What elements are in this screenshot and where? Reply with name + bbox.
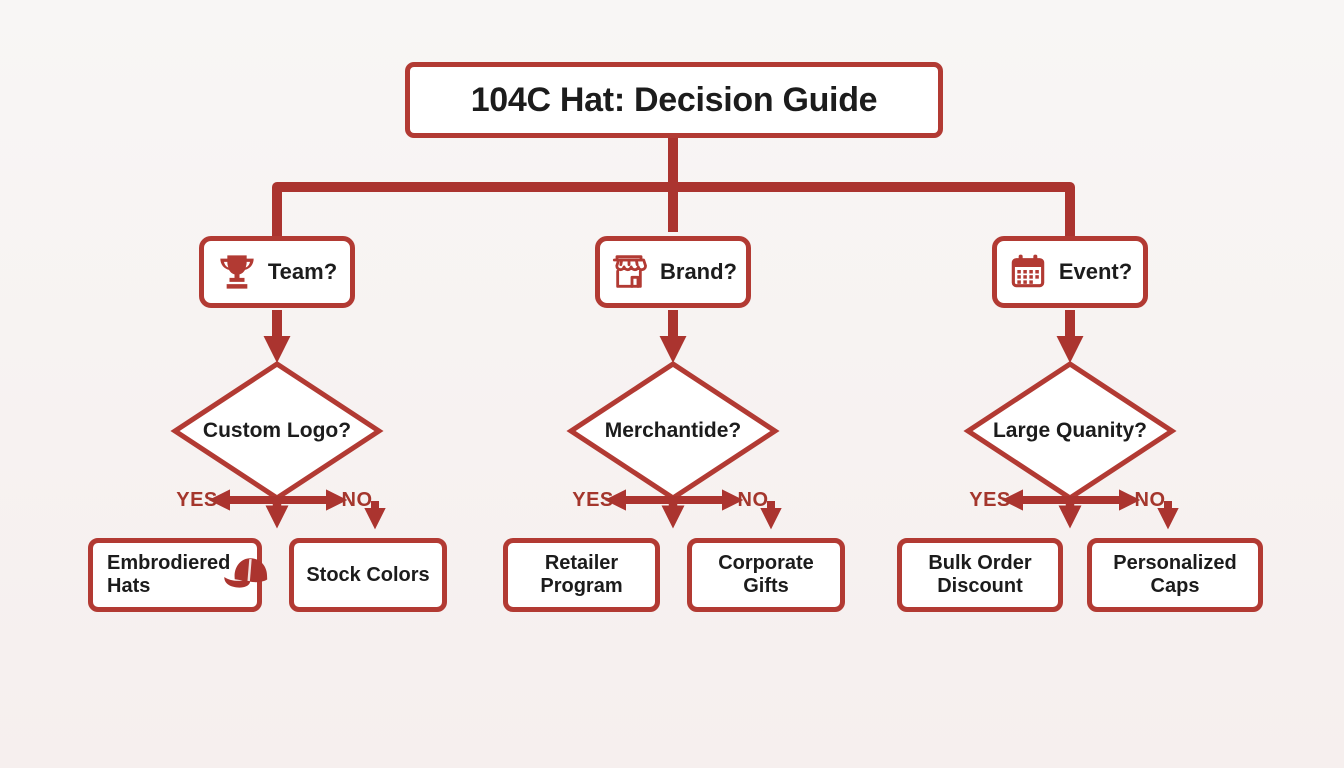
result-label: Bulk Order Discount xyxy=(928,552,1032,597)
decision-custom-logo: Custom Logo? xyxy=(202,419,352,442)
result-label: Corporate Gifts xyxy=(718,552,814,597)
storefront-icon xyxy=(609,252,649,292)
yes-label: YES xyxy=(176,488,218,511)
result-corporate-gifts: Corporate Gifts xyxy=(687,538,845,612)
page-title: 104C Hat: Decision Guide xyxy=(470,80,878,119)
yes-label: YES xyxy=(969,488,1011,511)
result-label: Retailer Program xyxy=(540,552,623,597)
result-label: Embrodiered Hats xyxy=(107,552,231,597)
title-box: 104C Hat: Decision Guide xyxy=(405,62,943,138)
question-label: Team? xyxy=(267,259,338,284)
yes-label: YES xyxy=(572,488,614,511)
no-label: NO xyxy=(1134,488,1166,511)
question-box-event: Event? xyxy=(992,236,1148,308)
decision-large-quanity: Large Quanity? xyxy=(992,419,1148,442)
result-stock-colors: Stock Colors xyxy=(289,538,447,612)
no-label: NO xyxy=(737,488,769,511)
question-label: Event? xyxy=(1058,259,1133,284)
no-label: NO xyxy=(341,488,373,511)
result-bulk-order-discount: Bulk Order Discount xyxy=(897,538,1063,612)
trophy-icon xyxy=(217,252,257,292)
result-personalized-caps: Personalized Caps xyxy=(1087,538,1263,612)
result-retailer-program: Retailer Program xyxy=(503,538,660,612)
result-label: Personalized Caps xyxy=(1113,552,1237,597)
question-box-team: Team? xyxy=(199,236,355,308)
question-label: Brand? xyxy=(660,259,737,284)
calendar-icon xyxy=(1008,252,1048,292)
decision-merchantide: Merchantide? xyxy=(604,419,742,442)
baseball-cap-icon xyxy=(221,554,273,596)
result-label: Stock Colors xyxy=(306,563,430,586)
question-box-brand: Brand? xyxy=(595,236,751,308)
result-embrodiered-hats: Embrodiered Hats xyxy=(88,538,268,612)
